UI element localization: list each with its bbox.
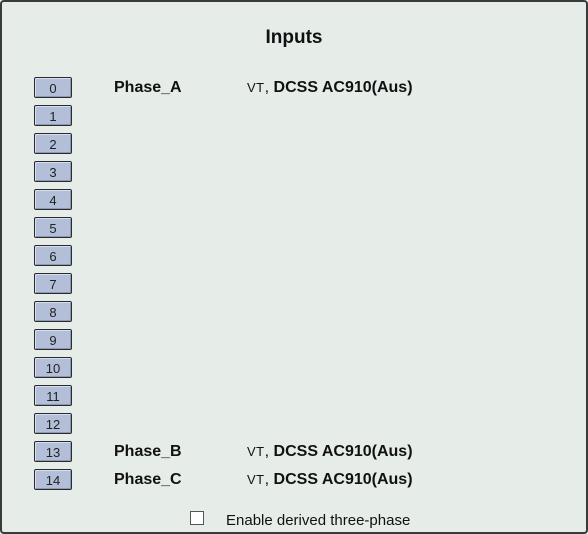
channel-row-4: 4 (2, 189, 586, 213)
channel-row-7: 7 (2, 273, 586, 297)
channel-button-2[interactable]: 2 (34, 133, 72, 154)
channel-separator-13: , (264, 443, 270, 460)
channel-button-3[interactable]: 3 (34, 161, 72, 182)
channel-button-1[interactable]: 1 (34, 105, 72, 126)
channel-separator-0: , (264, 79, 270, 96)
channel-name-14: Phase_C (114, 471, 182, 488)
channel-button-12[interactable]: 12 (34, 413, 72, 434)
channel-button-14[interactable]: 14 (34, 469, 72, 490)
panel-title: Inputs (265, 27, 323, 48)
channel-name-0: Phase_A (114, 79, 182, 96)
channel-row-3: 3 (2, 161, 586, 185)
channel-type-13: VT (247, 444, 265, 459)
channel-button-13[interactable]: 13 (34, 441, 72, 462)
channel-description-13: VT, DCSS AC910(Aus) (247, 443, 413, 461)
channel-button-11[interactable]: 11 (34, 385, 72, 406)
channel-button-10[interactable]: 10 (34, 357, 72, 378)
channel-button-0[interactable]: 0 (34, 77, 72, 98)
channel-row-2: 2 (2, 133, 586, 157)
channel-button-7[interactable]: 7 (34, 273, 72, 294)
channel-name-13: Phase_B (114, 443, 182, 460)
channel-row-1: 1 (2, 105, 586, 129)
channel-row-10: 10 (2, 357, 586, 381)
channel-row-8: 8 (2, 301, 586, 325)
channel-row-14: 14 Phase_C VT, DCSS AC910(Aus) (2, 469, 586, 493)
channel-device-0: DCSS AC910(Aus) (273, 79, 413, 96)
channel-row-0: 0 Phase_A VT, DCSS AC910(Aus) (2, 77, 586, 101)
channel-description-0: VT, DCSS AC910(Aus) (247, 79, 413, 97)
derived-three-phase-label[interactable]: Enable derived three-phase (226, 512, 411, 529)
channel-row-5: 5 (2, 217, 586, 241)
channel-row-9: 9 (2, 329, 586, 353)
channel-button-8[interactable]: 8 (34, 301, 72, 322)
channel-row-12: 12 (2, 413, 586, 437)
channel-device-13: DCSS AC910(Aus) (273, 443, 413, 460)
channel-row-11: 11 (2, 385, 586, 409)
channel-separator-14: , (264, 471, 270, 488)
derived-three-phase-checkbox[interactable] (190, 511, 204, 525)
channel-row-13: 13 Phase_B VT, DCSS AC910(Aus) (2, 441, 586, 465)
channel-row-6: 6 (2, 245, 586, 269)
channel-type-14: VT (247, 472, 265, 487)
channel-description-14: VT, DCSS AC910(Aus) (247, 471, 413, 489)
channel-button-4[interactable]: 4 (34, 189, 72, 210)
channel-button-9[interactable]: 9 (34, 329, 72, 350)
channel-button-5[interactable]: 5 (34, 217, 72, 238)
channel-type-0: VT (247, 80, 265, 95)
channel-device-14: DCSS AC910(Aus) (273, 471, 413, 488)
channel-button-6[interactable]: 6 (34, 245, 72, 266)
